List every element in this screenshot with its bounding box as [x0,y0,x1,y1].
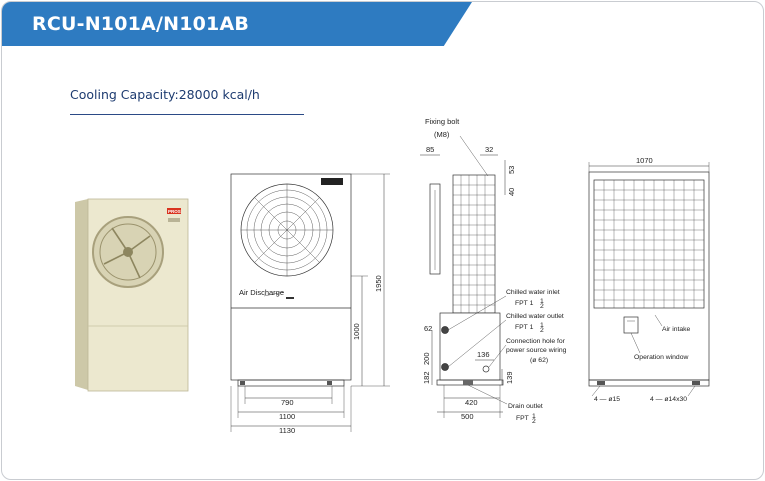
chilled-water-outlet-label: Chilled water outlet [506,313,564,320]
header-band [2,2,472,46]
connection-hole [482,365,490,373]
rear-cabinet [588,171,710,381]
dim-85-label: 85 [426,145,434,154]
operation-window-label: Operation window [634,354,688,361]
rear-base [588,379,710,387]
front-base-frame [237,379,345,387]
cooling-capacity: Cooling Capacity:28000 kcal/h [70,87,260,102]
dim-1070-label: 1070 [636,156,653,165]
model-title: RCU-N101A/N101AB [32,13,250,35]
air-discharge-leader [263,291,285,297]
dim-136-label: 136 [477,350,490,359]
fraction-inlet-den: 2 [540,303,544,310]
dim-1130-label: 1130 [279,426,295,435]
dim-40-label: 40 [507,188,516,196]
photo-fan-ring [99,223,157,281]
dim-182-label: 182 [422,371,431,384]
fixing-bolt-leader [459,135,489,177]
front-logo-plate [321,178,343,185]
hole-right-leader [687,385,696,397]
chilled-water-outlet-fpt: FPT 1 [515,324,534,331]
front-foot-right [327,381,332,385]
dim-500-label: 500 [461,412,474,421]
rear-foot-left [597,381,605,385]
dim-200-label: 200 [422,352,431,365]
drain-outlet-fpt: FPT [516,415,529,422]
dim-790-label: 790 [281,398,294,407]
hole-left-leader [591,385,601,397]
hole-right-label: 4 — ø14x30 [650,396,687,403]
photo-fan-hub [123,247,133,257]
dim-62-label: 62 [424,324,432,333]
rear-foot-right [692,381,700,385]
drain-leader [467,384,508,405]
connection-hole-label-1: Connection hole for [506,338,566,345]
side-coil-grid [453,175,495,313]
hole-left-label: 4 — ø15 [594,396,620,403]
unit-side-panel [75,199,88,390]
front-view [230,173,390,432]
fraction-outlet: 1 [540,322,544,329]
connection-hole-size: (ø 62) [530,357,548,364]
drain-outlet-port [463,380,473,385]
brand-badge-text: PROS [168,209,181,214]
rear-view [588,162,710,397]
side-view [420,135,508,418]
fixing-bolt-size-label: (M8) [434,130,450,139]
connection-hole-label-2: power source wiring [506,347,567,354]
side-lower-body [439,312,501,381]
fraction-inlet: 1 [540,298,544,305]
side-coil-frame [452,174,496,314]
rear-coil-grid [594,180,704,308]
operation-window [623,316,639,334]
operation-window-leader [630,332,641,354]
fraction-drain-den: 2 [532,418,536,425]
connection-hole-leader [488,344,507,368]
brand-sub-badge [168,218,180,222]
dim-420-label: 420 [465,398,478,407]
dim-1100-label: 1100 [279,412,295,421]
chilled-water-inlet-label: Chilled water inlet [506,289,560,296]
fraction-drain: 1 [532,413,536,420]
inlet-leader [447,295,507,331]
chilled-water-outlet-port [441,363,449,371]
product-photo: PROS [75,198,189,392]
dim-53-label: 53 [507,166,516,174]
front-cabinet [230,173,352,381]
front-foot-left [240,381,245,385]
chilled-water-inlet-fpt: FPT 1 [515,300,534,307]
air-intake-label: Air intake [662,326,691,333]
front-badge [286,297,294,299]
fan-guard-spokes [241,184,333,276]
rear-coil-frame [593,179,705,309]
outlet-leader [447,319,507,368]
brand-badge [167,208,181,214]
dim-1000-label: 1000 [352,323,361,340]
dim-1950-label: 1950 [374,275,383,292]
dim-139-label: 139 [505,371,514,384]
air-intake-leader [654,314,663,327]
air-discharge-label: Air Discharge [239,288,284,297]
subtitle-divider [70,114,304,115]
drain-outlet-label: Drain outlet [508,403,543,410]
chilled-water-inlet-port [441,326,449,334]
fixing-bolt-label: Fixing bolt [425,117,460,126]
fraction-outlet-den: 2 [540,327,544,334]
dim-32-label: 32 [485,145,493,154]
